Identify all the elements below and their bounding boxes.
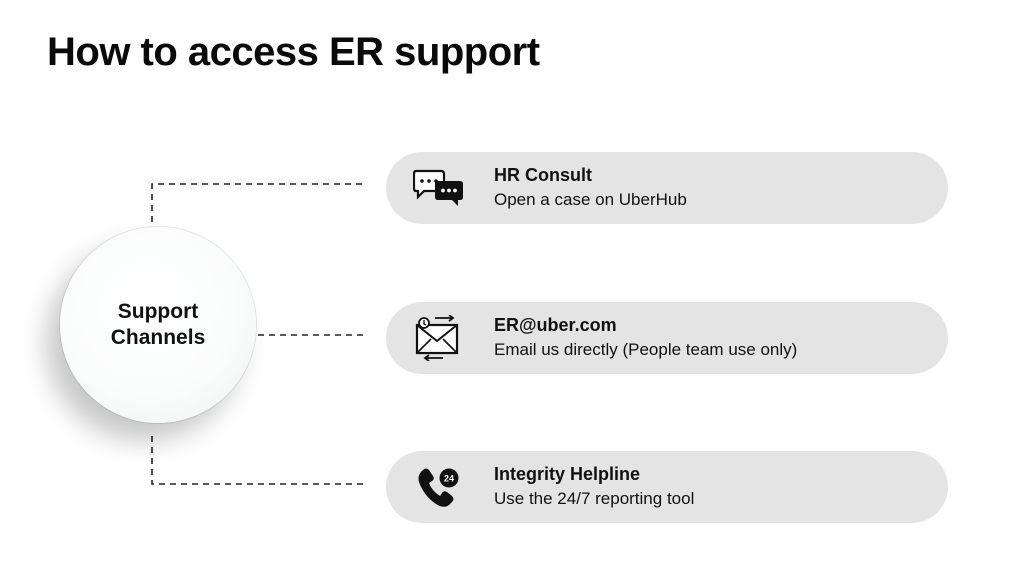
channel-title: HR Consult [494, 165, 592, 185]
channel-description: Email us directly (People team use only) [494, 340, 798, 359]
channel-title: Integrity Helpline [494, 464, 641, 484]
channel-hr-consult: HR Consult Open a case on UberHub [386, 152, 948, 224]
connector-bottom [151, 436, 364, 485]
page-title: How to access ER support [47, 30, 540, 74]
support-channels-hub: Support Channels [60, 227, 256, 423]
email-transfer-icon [412, 315, 466, 361]
channel-er-email: ER@uber.com Email us directly (People te… [386, 302, 948, 374]
phone-24-icon: 24 [412, 465, 466, 509]
channel-integrity-helpline: 24 Integrity Helpline Use the 24/7 repor… [386, 451, 948, 523]
channel-description: Open a case on UberHub [494, 190, 687, 209]
svg-text:24: 24 [444, 474, 454, 484]
hub-label: Support Channels [110, 299, 206, 349]
chat-bubbles-icon [412, 166, 466, 210]
connector-top [151, 183, 364, 222]
channel-title: ER@uber.com [494, 315, 617, 335]
channel-description: Use the 24/7 reporting tool [494, 489, 695, 508]
